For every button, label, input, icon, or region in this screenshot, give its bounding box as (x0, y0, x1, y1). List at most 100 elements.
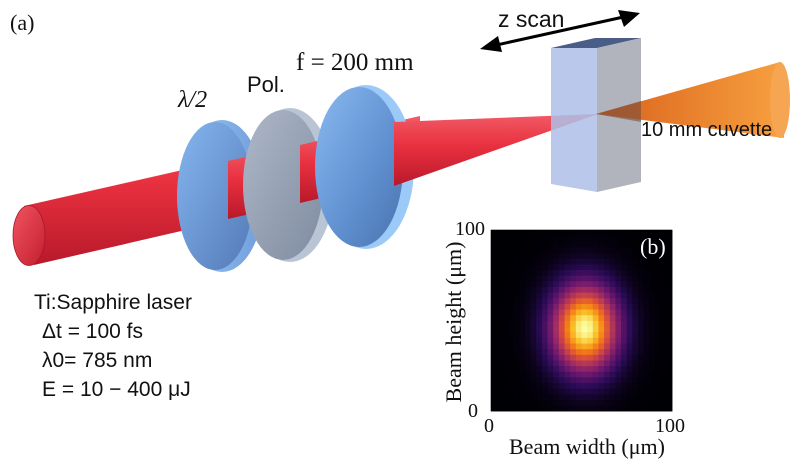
heatmap-cell (491, 365, 498, 372)
heatmap-cell (496, 246, 503, 254)
heatmap-cell (558, 326, 565, 333)
heatmap-cell (570, 337, 577, 344)
heatmap-cell (570, 377, 577, 384)
panel-b-label: (b) (640, 234, 666, 259)
heatmap-cell (626, 297, 633, 304)
heatmap-cell (615, 258, 622, 265)
heatmap-cell (491, 258, 498, 265)
heatmap-cell (660, 331, 667, 338)
heatmap-cell (666, 331, 673, 338)
heatmap-cell (553, 343, 560, 350)
heatmap-cell (643, 263, 650, 270)
heatmap-cell (655, 252, 662, 259)
heatmap-cell (615, 246, 622, 254)
heatmap-cell (541, 280, 548, 287)
heatmap-cell (660, 394, 667, 401)
heatmap-cell (598, 365, 605, 372)
heatmap-cell (598, 246, 605, 254)
heatmap-cell (581, 241, 588, 248)
heatmap-cell (553, 394, 560, 401)
heatmap-cell (666, 360, 673, 367)
heatmap-cell (615, 326, 622, 333)
heatmap-cell (513, 252, 520, 259)
heatmap-cell (626, 263, 633, 270)
heatmap-cell (604, 394, 611, 401)
heatmap-cell (491, 388, 498, 395)
heatmap-cell (655, 365, 662, 372)
heatmap-cell (575, 303, 582, 310)
heatmap-cell (575, 269, 582, 276)
x-tick-max: 100 (655, 415, 685, 437)
heatmap-cell (666, 230, 673, 237)
heatmap-cell (536, 348, 543, 355)
heatmap-cell (502, 331, 509, 338)
heatmap-cell (626, 371, 633, 378)
heatmap-cell (524, 360, 531, 367)
heatmap-cell (660, 303, 667, 310)
heatmap-cell (598, 343, 605, 350)
heatmap-cell (638, 343, 645, 350)
heatmap-cell (592, 399, 599, 406)
heatmap-cell (615, 377, 622, 384)
cuvette-label: 10 mm cuvette (641, 119, 773, 141)
heatmap-cell (496, 360, 503, 367)
heatmap-cell (513, 303, 520, 310)
heatmap-cell (558, 365, 565, 372)
heatmap-cell (660, 326, 667, 333)
heatmap-cell (519, 326, 526, 333)
heatmap-cell (660, 292, 667, 299)
heatmap-cell (547, 269, 554, 276)
heatmap-cell (604, 297, 611, 304)
heatmap-cell (491, 280, 498, 287)
heatmap-cell (530, 292, 537, 299)
heatmap-cell (502, 360, 509, 367)
heatmap-cell (655, 241, 662, 248)
heatmap-cell (598, 269, 605, 276)
heatmap-cell (655, 405, 662, 412)
heatmap-cell (553, 252, 560, 259)
heatmap-cell (536, 297, 543, 304)
heatmap-cell (604, 399, 611, 406)
heatmap-cell (592, 292, 599, 299)
heatmap-cell (547, 343, 554, 350)
heatmap-cell (604, 263, 611, 270)
heatmap-cell (615, 348, 622, 355)
heatmap-cell (587, 365, 594, 372)
heatmap-cell (638, 326, 645, 333)
heatmap-cell (666, 252, 673, 259)
heatmap-cell (660, 280, 667, 287)
heatmap-cell (507, 258, 515, 265)
heatmap-cell (660, 263, 667, 270)
heatmap-cell (564, 280, 571, 287)
panel-a-label: (a) (10, 10, 35, 35)
heatmap-cell (513, 399, 520, 406)
heatmap-cell (632, 309, 639, 316)
heatmap-cell (621, 286, 628, 293)
heatmap-cell (649, 394, 656, 401)
heatmap-cell (575, 377, 582, 384)
heatmap-cell (666, 235, 673, 242)
heatmap-cell (547, 365, 554, 372)
heatmap-cell (575, 258, 582, 265)
heatmap-cell (621, 405, 628, 412)
heatmap-cell (496, 230, 503, 237)
heatmap-cell (621, 337, 628, 344)
heatmap-cell (558, 394, 565, 401)
pulse-energy: E = 10 − 400 μJ (42, 378, 191, 401)
heatmap-cell (491, 360, 498, 367)
heatmap-cell (609, 286, 616, 293)
heatmap-cell (536, 343, 543, 350)
heatmap-cell (598, 371, 605, 378)
heatmap-cell (609, 241, 616, 248)
heatmap-cell (666, 354, 673, 361)
heatmap-cell (507, 326, 515, 333)
heatmap-cell (632, 303, 639, 310)
heatmap-cell (564, 275, 571, 282)
heatmap-cell (513, 326, 520, 333)
heatmap-cell (558, 320, 565, 327)
heatmap-cell (524, 405, 531, 412)
heatmap-cell (587, 326, 594, 333)
heatmap-cell (502, 314, 509, 321)
heatmap-cell (558, 246, 565, 254)
heatmap-cell (632, 241, 639, 248)
